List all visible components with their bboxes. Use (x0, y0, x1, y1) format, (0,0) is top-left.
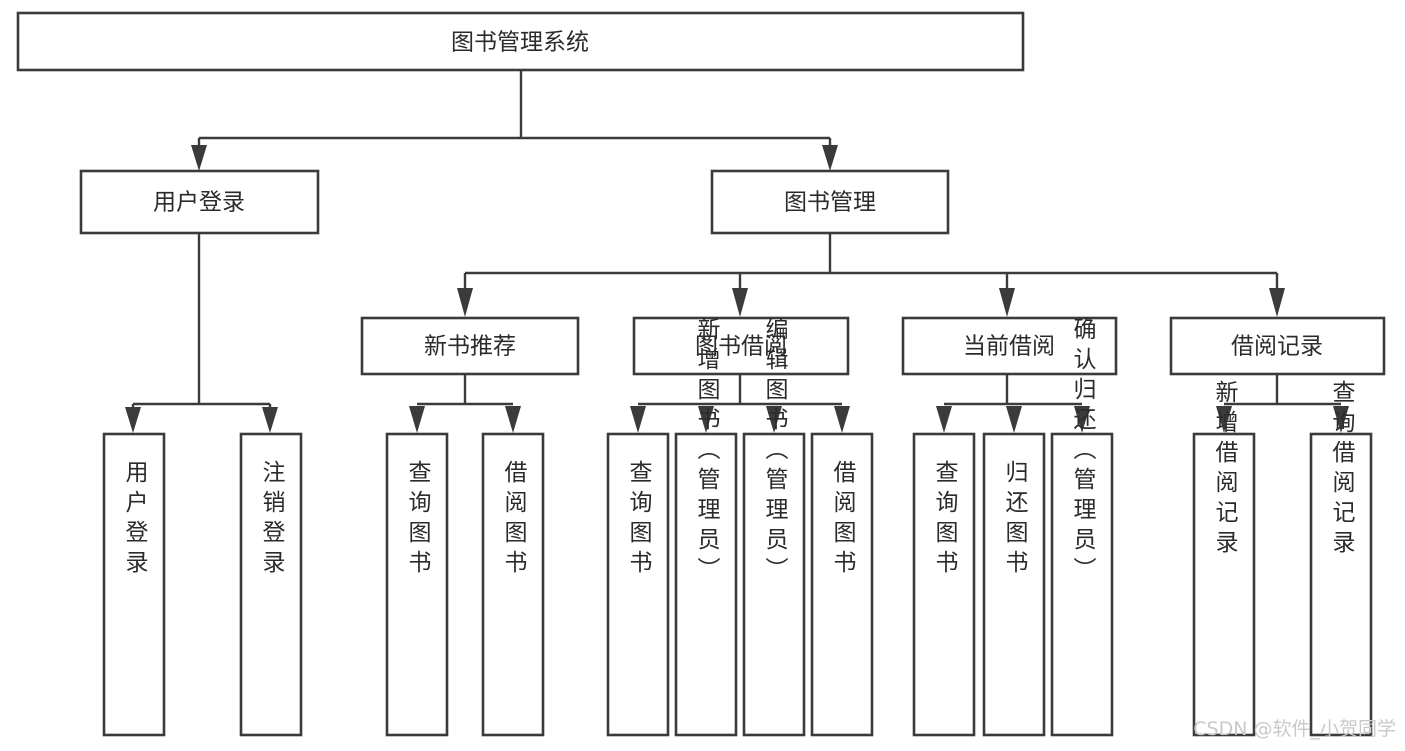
leaf-add-book[interactable]: 新增图书（管理员） (674, 317, 738, 737)
leaf-query-book-2-box[interactable] (606, 432, 670, 737)
arrow-head-leaf-user-login (125, 407, 141, 433)
leaf-borrow-book-2-label: 借阅图书 (829, 460, 857, 580)
arrow-head-leaf-return-book (1006, 406, 1022, 433)
leaf-query-book-1-box[interactable] (385, 432, 449, 737)
leaf-borrow-book-1[interactable]: 借阅图书 (481, 432, 545, 737)
leaf-borrow-book-2-box[interactable] (810, 432, 874, 737)
leaf-return-book-label: 归还图书 (1001, 460, 1029, 580)
leaf-query-record-label: 查询借阅记录 (1328, 380, 1356, 560)
leaf-edit-book[interactable]: 编辑图书（管理员） (742, 317, 806, 737)
node-borrow-record-label: 借阅记录 (1231, 334, 1323, 360)
arrow-head-leaf-query-book-2 (630, 406, 646, 433)
leaf-logout-box[interactable] (239, 432, 303, 737)
arrow-head-current-borrow (999, 288, 1015, 317)
node-borrow-record[interactable]: 借阅记录 (1169, 316, 1386, 376)
leaf-user-login-label: 用户登录 (121, 460, 149, 580)
node-book-borrow-box[interactable] (632, 316, 850, 376)
node-new-book-recommend-box[interactable] (360, 316, 580, 376)
node-root-box[interactable] (16, 11, 1025, 72)
arrow-head-leaf-add-book (698, 406, 714, 433)
leaf-borrow-book-2[interactable]: 借阅图书 (810, 432, 874, 737)
leaf-edit-book-box[interactable] (742, 432, 806, 737)
node-new-book-recommend[interactable]: 新书推荐 (360, 316, 580, 376)
leaf-borrow-book-1-label: 借阅图书 (500, 460, 528, 580)
node-user-login-label: 用户登录 (153, 190, 245, 216)
leaf-user-login-box[interactable] (102, 432, 166, 737)
leaf-borrow-book-1-box[interactable] (481, 432, 545, 737)
node-book-management-label: 图书管理 (784, 190, 876, 216)
leaf-query-record[interactable]: 查询借阅记录 (1309, 380, 1373, 737)
leaf-return-book-box[interactable] (982, 432, 1046, 737)
leaf-query-book-2[interactable]: 查询图书 (606, 432, 670, 737)
leaf-logout-label: 注销登录 (258, 460, 286, 580)
node-book-borrow-label: 图书借阅 (695, 334, 787, 360)
node-root-label: 图书管理系统 (451, 30, 589, 56)
leaf-query-book-3[interactable]: 查询图书 (912, 432, 976, 737)
node-current-borrow-label: 当前借阅 (963, 334, 1055, 360)
leaf-query-book-1-label: 查询图书 (404, 460, 432, 580)
leaf-logout[interactable]: 注销登录 (239, 432, 303, 737)
arrow-head-book-management (822, 145, 838, 171)
leaf-add-book-box[interactable] (674, 432, 738, 737)
arrow-head-leaf-query-record (1333, 406, 1349, 433)
leaf-return-book[interactable]: 归还图书 (982, 432, 1046, 737)
arrow-head-leaf-logout (262, 407, 278, 433)
leaf-user-login[interactable]: 用户登录 (102, 432, 166, 737)
arrow-head-leaf-borrow-book-1 (505, 406, 521, 433)
node-user-login-box[interactable] (79, 169, 320, 235)
connector-layer (125, 70, 1349, 433)
leaf-query-book-3-box[interactable] (912, 432, 976, 737)
leaf-add-book-label: 新增图书（管理员） (693, 317, 721, 587)
arrow-head-leaf-edit-book (766, 406, 782, 433)
leaf-query-book-1[interactable]: 查询图书 (385, 432, 449, 737)
arrow-head-user-login (191, 145, 207, 171)
arrow-head-leaf-add-record (1216, 406, 1232, 433)
node-new-book-recommend-label: 新书推荐 (424, 334, 516, 360)
arrow-head-leaf-query-book-1 (409, 406, 425, 433)
node-current-borrow[interactable]: 当前借阅 (901, 316, 1118, 376)
arrow-head-new-book-recommend (457, 288, 473, 317)
leaf-query-book-3-label: 查询图书 (931, 460, 959, 580)
arrow-head-book-borrow (732, 288, 748, 317)
node-book-management[interactable]: 图书管理 (710, 169, 950, 235)
leaf-confirm-return-box[interactable] (1050, 432, 1114, 737)
leaf-edit-book-label: 编辑图书（管理员） (761, 317, 789, 587)
node-book-borrow[interactable]: 图书借阅 (632, 316, 850, 376)
node-root[interactable]: 图书管理系统 (16, 11, 1025, 72)
arrow-head-borrow-record (1269, 288, 1285, 317)
node-user-login[interactable]: 用户登录 (79, 169, 320, 235)
node-book-management-box[interactable] (710, 169, 950, 235)
csdn-watermark: CSDN @软件_小贺同学 (1193, 718, 1396, 740)
leaf-query-book-2-label: 查询图书 (625, 460, 653, 580)
arrow-head-leaf-confirm-return (1074, 406, 1090, 433)
leaf-add-record-box[interactable] (1192, 432, 1256, 737)
leaf-confirm-return[interactable]: 确认归还（管理员） (1050, 317, 1114, 737)
node-borrow-record-box[interactable] (1169, 316, 1386, 376)
arrow-head-leaf-query-book-3 (936, 406, 952, 433)
leaf-add-record-label: 新增借阅记录 (1211, 380, 1239, 560)
leaf-confirm-return-label: 确认归还（管理员） (1069, 317, 1097, 587)
leaf-query-record-box[interactable] (1309, 432, 1373, 737)
arrow-head-leaf-borrow-book-2 (834, 406, 850, 433)
node-current-borrow-box[interactable] (901, 316, 1118, 376)
leaf-add-record[interactable]: 新增借阅记录 (1192, 380, 1256, 737)
